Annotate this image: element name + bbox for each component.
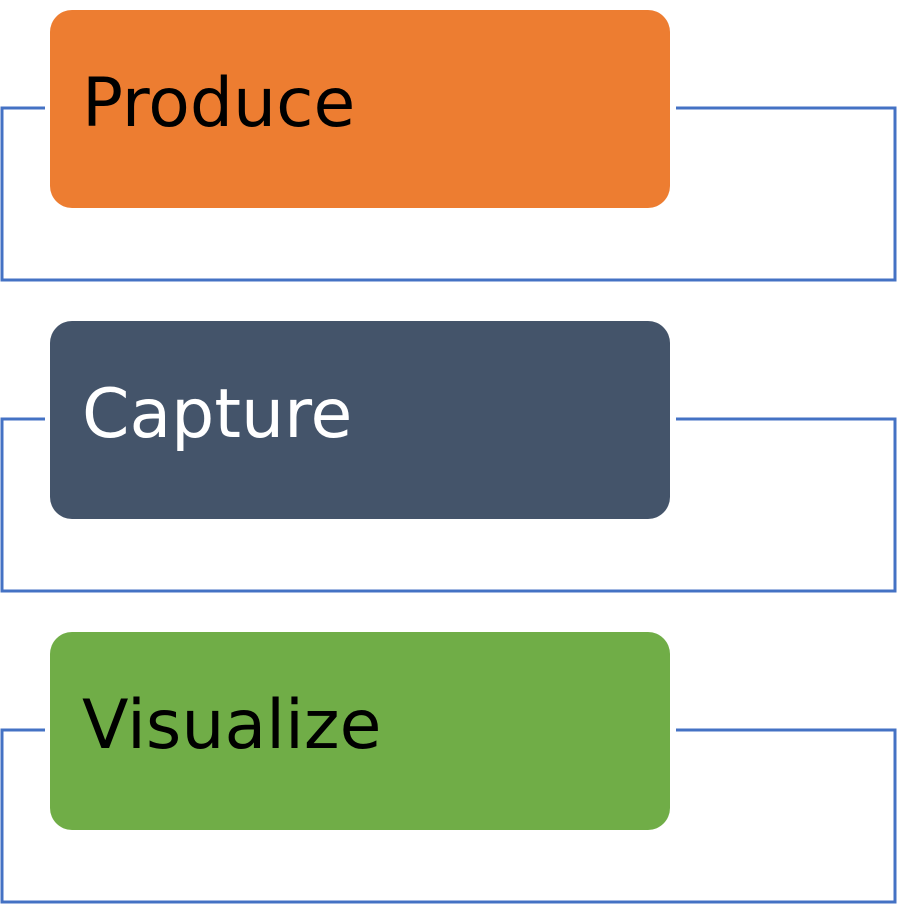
stage-capture: Capture [50, 321, 670, 519]
stage-visualize: Visualize [50, 632, 670, 830]
connector-capture [0, 417, 897, 593]
stage-visualize-label: Visualize [82, 686, 382, 765]
stage-capture-label: Capture [82, 375, 353, 454]
stage-produce: Produce [50, 10, 670, 208]
connector-produce [0, 106, 897, 282]
connector-visualize [0, 728, 897, 904]
stage-produce-label: Produce [82, 64, 356, 143]
